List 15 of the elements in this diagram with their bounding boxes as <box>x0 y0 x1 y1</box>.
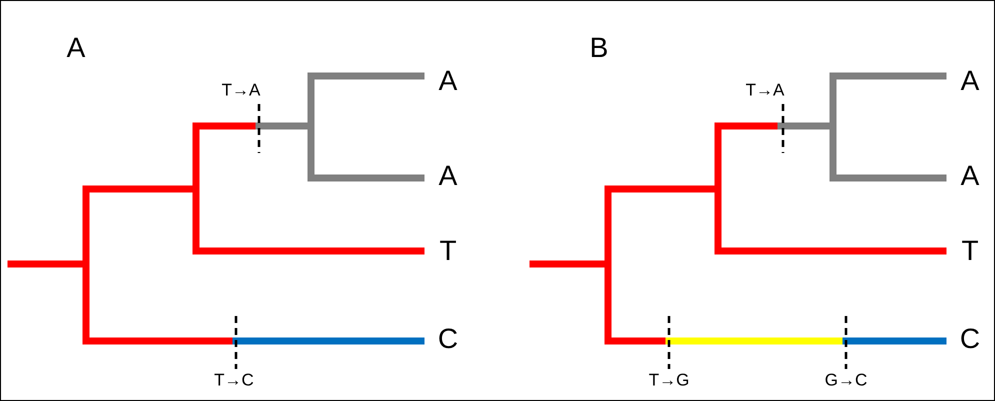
mutation-label: G→C <box>824 372 868 388</box>
leaf-label: A <box>960 67 980 95</box>
mutation-label: T→G <box>648 372 690 388</box>
mutation-label: T→A <box>222 82 260 98</box>
leaf-label: T <box>961 237 979 265</box>
leaf-label: T <box>439 237 457 265</box>
panel-label: A <box>66 34 86 62</box>
panel-label: B <box>590 34 608 62</box>
leaf-label: A <box>960 162 980 190</box>
leaf-label: C <box>960 325 980 353</box>
leaf-label: C <box>438 325 458 353</box>
leaf-label: A <box>438 162 458 190</box>
mutation-label: T→A <box>746 82 784 98</box>
mutation-label: T→C <box>214 372 254 388</box>
leaf-label: A <box>438 67 458 95</box>
